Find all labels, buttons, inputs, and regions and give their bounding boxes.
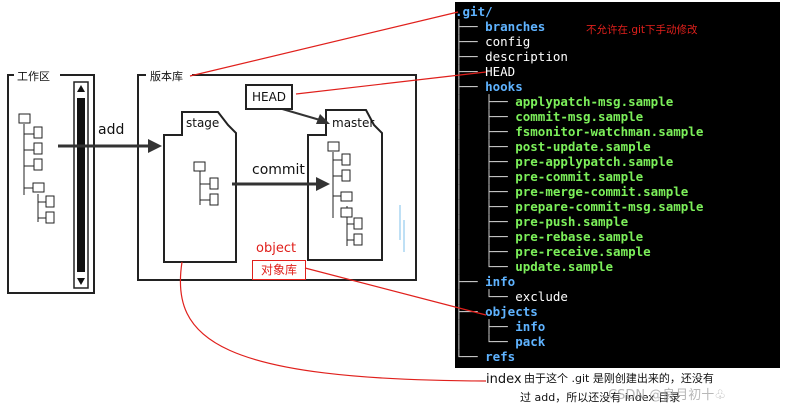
tree-entry-name: fsmonitor-watchman.sample [515, 124, 704, 139]
tree-connector: │ └── [455, 289, 516, 304]
tree-line: │ ├── pre-commit.sample [455, 169, 643, 184]
tree-connector: ├── [455, 79, 486, 94]
no-edit-note: 不允许在.git下手动修改 [586, 24, 698, 36]
tree-entry-name: hooks [485, 79, 523, 94]
tree-connector: │ ├── [455, 94, 516, 109]
workspace-label: 工作区 [17, 70, 50, 83]
tree-entry-name: update.sample [515, 259, 614, 274]
tree-entry-name: config [485, 34, 531, 49]
head-box: HEAD [245, 84, 293, 110]
commit-arrowhead-icon [316, 177, 330, 191]
tree-connector: ├── [455, 274, 486, 289]
object-label: object [256, 241, 297, 256]
commit-label: commit [252, 162, 305, 178]
tree-connector: ├── [455, 49, 486, 64]
tree-entry-name: pre-applypatch.sample [515, 154, 674, 169]
tree-line: │ ├── post-update.sample [455, 139, 651, 154]
tree-connector: │ ├── [455, 214, 516, 229]
object-store-box: 对象库 [252, 260, 306, 280]
head-arrowhead-icon [316, 114, 330, 124]
tree-line: │ ├── pre-merge-commit.sample [455, 184, 688, 199]
tree-connector: ├── [455, 304, 486, 319]
tree-connector: │ └── [455, 259, 516, 274]
tree-connector: │ ├── [455, 139, 516, 154]
tree-connector: ├── [455, 19, 486, 34]
tree-entry-name: commit-msg.sample [515, 109, 644, 124]
tree-line: ├── hooks [455, 79, 523, 94]
index-label: index [486, 372, 522, 387]
tree-line: │ ├── pre-applypatch.sample [455, 154, 673, 169]
tree-entry-name: description [485, 49, 568, 64]
git-workflow-diagram: 工作区 版本库 stage master [7, 69, 417, 294]
tree-line: │ ├── info [455, 319, 545, 334]
scroll-down-icon [77, 278, 85, 285]
tree-connector: │ ├── [455, 154, 516, 169]
tree-connector: │ ├── [455, 319, 516, 334]
tree-connector: │ ├── [455, 244, 516, 259]
tree-connector: ├── [455, 34, 486, 49]
tree-line: ├── branches [455, 19, 545, 34]
tree-line: ├── config [455, 34, 530, 49]
tree-entry-name: HEAD [485, 64, 516, 79]
tree-line: ├── objects [455, 304, 538, 319]
tree-line: │ └── update.sample [455, 259, 613, 274]
tree-connector: │ ├── [455, 184, 516, 199]
tree-root: .git/ [455, 4, 493, 19]
tree-entry-name: pre-push.sample [515, 214, 629, 229]
stage-file-tree [193, 161, 219, 206]
watermark: CSDN @良月初十♧ [608, 388, 726, 403]
workspace-file-tree [18, 113, 55, 224]
tree-connector: │ └── [455, 334, 516, 349]
tree-line: │ └── exclude [455, 289, 568, 304]
index-note-line1: 由于这个 .git 是刚创建出来的，还没有 [524, 372, 714, 385]
tree-line: │ ├── fsmonitor-watchman.sample [455, 124, 703, 139]
tree-entry-name: applypatch-msg.sample [515, 94, 674, 109]
repository-label: 版本库 [150, 69, 183, 83]
faint-marks [399, 205, 405, 252]
add-arrowhead-icon [148, 139, 162, 153]
tree-entry-name: objects [485, 304, 538, 319]
tree-line: │ ├── applypatch-msg.sample [455, 94, 673, 109]
index-note-line2: 过 add，所以还没有 index 目录 [520, 391, 681, 404]
tree-line: │ ├── commit-msg.sample [455, 109, 643, 124]
tree-entry-name: exclude [515, 289, 568, 304]
add-label: add [98, 122, 124, 138]
tree-entry-name: pre-receive.sample [515, 244, 651, 259]
tree-connector: └── [455, 349, 486, 364]
scrollbar-thumb [77, 98, 85, 272]
tree-line: │ ├── prepare-commit-msg.sample [455, 199, 703, 214]
tree-entry-name: branches [485, 19, 546, 34]
tree-entry-name: post-update.sample [515, 139, 651, 154]
tree-line: │ └── pack [455, 334, 545, 349]
tree-entry-name: pack [515, 334, 546, 349]
tree-entry-name: pre-merge-commit.sample [515, 184, 689, 199]
master-file-tree [327, 141, 363, 246]
tree-line: └── refs [455, 349, 515, 364]
git-tree-terminal: .git/ 不允许在.git下手动修改 ├── branches├── conf… [455, 2, 780, 368]
tree-line: ├── info [455, 274, 515, 289]
tree-entry-name: info [485, 274, 516, 289]
master-box [307, 109, 383, 261]
tree-line: │ ├── pre-push.sample [455, 214, 628, 229]
tree-connector: │ ├── [455, 229, 516, 244]
tree-line: ├── HEAD [455, 64, 515, 79]
tree-line: │ ├── pre-receive.sample [455, 244, 651, 259]
tree-connector: │ ├── [455, 169, 516, 184]
tree-connector: │ ├── [455, 199, 516, 214]
tree-connector: │ ├── [455, 109, 516, 124]
stage-label: stage [186, 116, 219, 130]
tree-line: ├── description [455, 49, 568, 64]
scroll-up-icon [77, 85, 85, 92]
tree-line: │ ├── pre-rebase.sample [455, 229, 643, 244]
tree-entry-name: info [515, 319, 546, 334]
tree-entry-name: refs [485, 349, 516, 364]
tree-entry-name: prepare-commit-msg.sample [515, 199, 704, 214]
master-label: master [332, 116, 374, 130]
tree-entry-name: pre-commit.sample [515, 169, 644, 184]
tree-connector: │ ├── [455, 124, 516, 139]
tree-entry-name: pre-rebase.sample [515, 229, 644, 244]
tree-connector: ├── [455, 64, 486, 79]
